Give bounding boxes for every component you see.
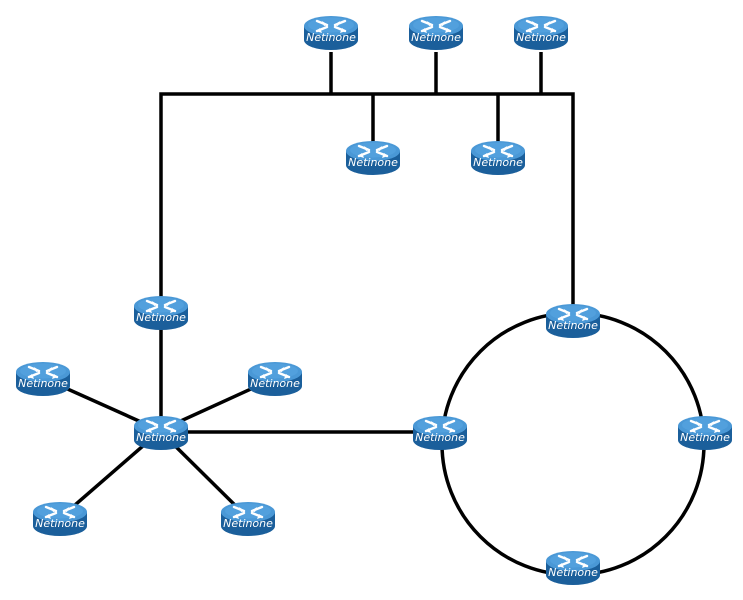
router-label: Netinone (415, 431, 465, 444)
router-label: Netinone (136, 311, 186, 324)
bus-router-1: Netinone (302, 14, 360, 52)
star-bottom-left-router: Netinone (31, 500, 89, 538)
router-label: Netinone (348, 156, 398, 169)
star-right-router: Netinone (246, 360, 304, 398)
router-label: Netinone (223, 517, 273, 530)
router-label: Netinone (250, 377, 300, 390)
ring-line (440, 311, 706, 577)
router-label: Netinone (18, 377, 68, 390)
star-bottom-right-router: Netinone (219, 500, 277, 538)
ring-bottom-router: Netinone (544, 549, 602, 587)
ring-right-router: Netinone (676, 414, 734, 452)
ring-left-router: Netinone (411, 414, 469, 452)
router-label: Netinone (516, 31, 566, 44)
router-label: Netinone (306, 31, 356, 44)
bus-router-2: Netinone (407, 14, 465, 52)
router-label: Netinone (548, 319, 598, 332)
bus-router-3: Netinone (512, 14, 570, 52)
star-hub-router: Netinone (132, 414, 190, 452)
bus-router-4: Netinone (344, 139, 402, 177)
ring-top-router: Netinone (544, 302, 602, 340)
router-label: Netinone (680, 431, 730, 444)
star-upper-router: Netinone (132, 294, 190, 332)
bus-backbone-line (159, 92, 575, 308)
router-label: Netinone (136, 431, 186, 444)
router-label: Netinone (548, 566, 598, 579)
bus-router-5: Netinone (469, 139, 527, 177)
router-label: Netinone (411, 31, 461, 44)
router-label: Netinone (35, 517, 85, 530)
star-left-router: Netinone (14, 360, 72, 398)
router-label: Netinone (473, 156, 523, 169)
